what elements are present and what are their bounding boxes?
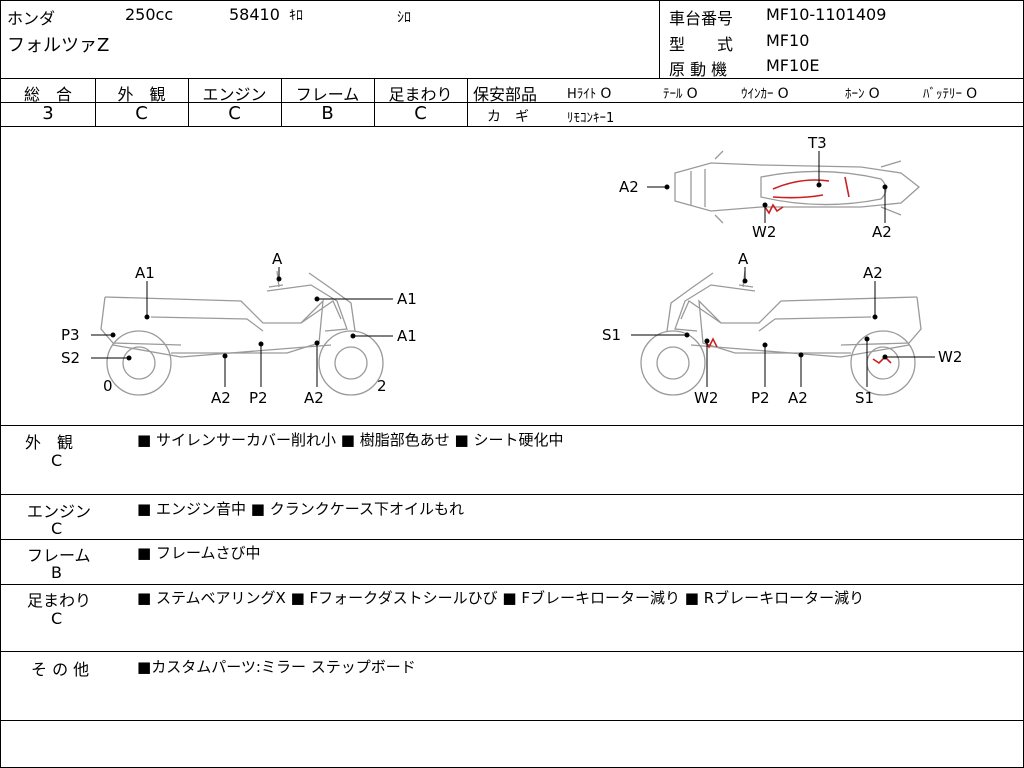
type-label: 型 式 bbox=[669, 35, 734, 54]
remark-grade-engine: C bbox=[51, 519, 63, 538]
type-value: MF10 bbox=[766, 31, 810, 50]
maker: ホンダ bbox=[7, 9, 56, 28]
safety-item-tail: ﾃｰﾙ O bbox=[663, 86, 698, 102]
remark-grade-frame: B bbox=[51, 563, 62, 582]
engine-value: MF10E bbox=[766, 56, 820, 75]
diag-left-label: S2 bbox=[61, 349, 80, 367]
remark-grade-suspension: C bbox=[51, 609, 63, 628]
remark-items-other: ■カスタムパーツ:ミラー ステップボード bbox=[137, 658, 416, 676]
grade-label-exterior: 外 観 bbox=[117, 85, 166, 104]
safety-label: 保安部品 bbox=[473, 85, 538, 104]
scooter-right-sketch bbox=[640, 270, 922, 396]
diag-left-label: A1 bbox=[397, 290, 417, 308]
diag-right-label: S1 bbox=[855, 389, 874, 407]
remark-category-suspension: 足まわり bbox=[27, 591, 92, 610]
grade-value-overall: 3 bbox=[42, 103, 54, 124]
diag-right-label: P2 bbox=[751, 389, 770, 407]
diag-top-label: W2 bbox=[752, 223, 776, 241]
diag-top-label: T3 bbox=[807, 134, 827, 152]
safety-item-horn: ﾎｰﾝ O bbox=[845, 86, 880, 102]
damage-diagram: A1 A A1 P3 A1 S2 0 2 A2 P2 A2 A A2 S1 W2… bbox=[61, 134, 962, 407]
diag-right-label: S1 bbox=[602, 326, 621, 344]
remark-category-other: そ の 他 bbox=[31, 660, 90, 679]
key-value: ﾘﾓｺﾝｷｰ1 bbox=[567, 111, 615, 126]
battery-mark: O bbox=[966, 86, 978, 102]
diag-left-label: A2 bbox=[211, 389, 231, 407]
diag-right-label: W2 bbox=[694, 389, 718, 407]
remark-category-frame: フレーム bbox=[27, 546, 91, 565]
safety-item-winker: ｳｲﾝｶｰ O bbox=[741, 86, 789, 102]
grade-value-suspension: C bbox=[414, 103, 427, 124]
winker-mark: O bbox=[777, 86, 789, 102]
diag-left-label: A2 bbox=[304, 389, 324, 407]
diag-left-label: P2 bbox=[249, 389, 268, 407]
frame-no: MF10-1101409 bbox=[766, 5, 887, 24]
remark-category-engine: エンジン bbox=[27, 502, 92, 521]
grade-label-overall: 総 合 bbox=[23, 85, 72, 104]
displacement: 250cc bbox=[125, 5, 174, 24]
diag-left-label: 0 bbox=[103, 377, 113, 395]
color: ｼﾛ bbox=[397, 10, 411, 26]
frame-no-label: 車台番号 bbox=[669, 9, 734, 28]
mileage-value: 58410 bbox=[229, 5, 280, 24]
remark-category-exterior: 外 観 bbox=[25, 433, 74, 452]
diag-right-label: A2 bbox=[788, 389, 808, 407]
grade-label-engine: エンジン bbox=[202, 85, 267, 104]
diag-right-label: A bbox=[738, 250, 749, 268]
diag-left-label: A1 bbox=[135, 264, 155, 282]
grade-value-engine: C bbox=[228, 103, 241, 124]
safety-item-battery: ﾊﾞｯﾃﾘｰ O bbox=[923, 86, 978, 102]
diag-left-label: A bbox=[272, 250, 283, 268]
damage-marks bbox=[704, 176, 892, 365]
remark-items-suspension: ■ ステムベアリングX ■ Fフォークダストシールひび ■ Fブレーキローター減… bbox=[137, 589, 865, 607]
grade-label-suspension: 足まわり bbox=[388, 85, 453, 104]
diag-right-label: W2 bbox=[938, 348, 962, 366]
remark-items-exterior: ■ サイレンサーカバー削れ小 ■ 樹脂部色あせ ■ シート硬化中 bbox=[137, 431, 564, 449]
remark-grade-exterior: C bbox=[51, 451, 63, 470]
diag-top-label: A2 bbox=[619, 178, 639, 196]
grade-label-frame: フレーム bbox=[295, 85, 360, 104]
diag-left-label: P3 bbox=[61, 326, 80, 344]
engine-label: 原 動 機 bbox=[669, 60, 728, 79]
mileage: 58410 ｷﾛ bbox=[229, 5, 303, 25]
diag-right-label: A2 bbox=[863, 264, 883, 282]
remark-items-engine: ■ エンジン音中 ■ クランクケース下オイルもれ bbox=[137, 500, 464, 518]
diag-left-label: A1 bbox=[397, 327, 417, 345]
safety-item-headlight: Hﾗｲﾄ O bbox=[567, 86, 612, 102]
grade-value-exterior: C bbox=[135, 103, 148, 124]
key-label: カ ギ bbox=[487, 109, 529, 125]
grade-value-frame: B bbox=[321, 103, 334, 124]
remark-items-frame: ■ フレームさび中 bbox=[137, 544, 261, 562]
model-name: フォルツァZ bbox=[7, 35, 110, 56]
tail-mark: O bbox=[686, 86, 698, 102]
diag-top-label: A2 bbox=[872, 223, 892, 241]
scooter-top-sketch bbox=[674, 150, 921, 224]
scooter-left-sketch bbox=[100, 270, 384, 396]
headlight-mark: O bbox=[600, 86, 612, 102]
horn-mark: O bbox=[868, 86, 880, 102]
diag-left-label: 2 bbox=[377, 377, 387, 395]
mileage-unit: ｷﾛ bbox=[289, 8, 303, 24]
